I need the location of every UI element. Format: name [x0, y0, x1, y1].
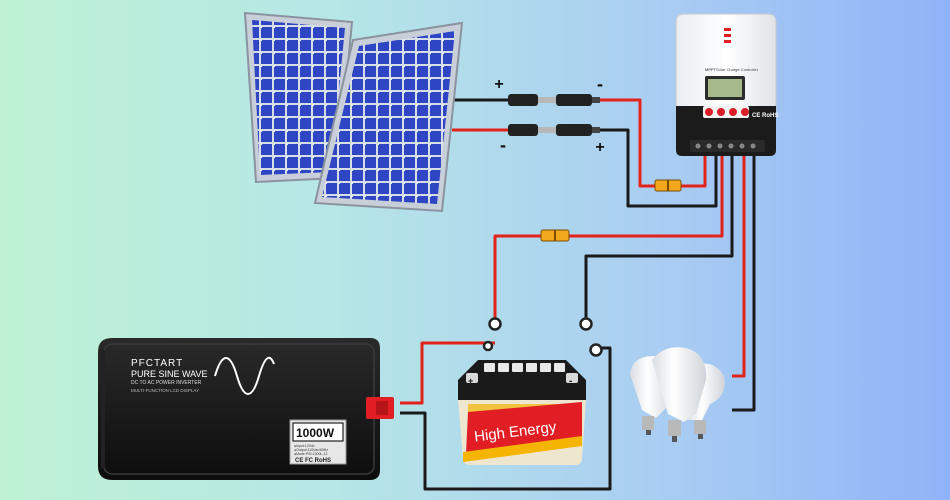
- inverter-spec-output: ●Output:110Vac/60Hz: [294, 448, 328, 452]
- pv-wire-positive: [600, 128, 718, 208]
- controller-subtitle: Solar Charge Controller: [716, 67, 759, 72]
- controller-buttons: [703, 106, 749, 118]
- inverter-power-rating: 1000W: [296, 426, 335, 440]
- solar-panel-front: [313, 21, 464, 213]
- connector-sign-top-left: +: [494, 76, 503, 93]
- battery-terminal-plus-sign: +: [468, 376, 473, 386]
- wires: [400, 98, 756, 491]
- inverter-spec-mode: ●Mode:PSI-1000L-12: [294, 452, 327, 456]
- fuse-battery: [540, 229, 570, 242]
- led-bulb-center: [652, 347, 707, 442]
- led-bulbs: [630, 347, 725, 442]
- inverter-cert-marks: CE FC RoHS: [295, 458, 331, 464]
- sine-wave-icon: [214, 356, 275, 395]
- load-wire-positive: [732, 155, 746, 378]
- inverter-subtitle2: MULTI-FUNCTION LCD DISPLAY: [131, 388, 199, 393]
- inverter-spec-input: ●Input:12Vdc: [294, 444, 315, 448]
- power-inverter: [98, 338, 394, 480]
- battery-wire-positive: [493, 155, 724, 318]
- connector-sign-bottom-right: +: [595, 139, 604, 156]
- inverter-wire-positive: [400, 341, 495, 405]
- load-wire-negative: [732, 155, 756, 412]
- inverter-brand: PFCTART: [131, 358, 183, 369]
- connector-sign-top-right: -: [597, 74, 603, 94]
- pv-wire-negative: [600, 98, 707, 188]
- controller-indicator-lights: [724, 28, 731, 43]
- inverter-subtitle: DC TO AC POWER INVERTER: [131, 380, 202, 386]
- mc4-connector-top: [508, 94, 600, 106]
- inverter-wire-negative: [400, 346, 612, 491]
- battery-terminal-negative: [566, 373, 578, 383]
- fuse-pv: [654, 179, 682, 192]
- battery-terminal-minus-sign: -: [569, 376, 572, 387]
- mc4-connector-bottom: [508, 124, 600, 136]
- inverter-title: PURE SINE WAVE: [131, 369, 208, 379]
- mc4-connectors: [508, 94, 600, 136]
- controller-lcd-screen: [708, 79, 742, 97]
- battery-terminal-positive: [466, 373, 478, 383]
- controller-cert-marks: CE RoHS: [752, 113, 778, 119]
- controller-brand: MPPT: [705, 67, 717, 72]
- battery-wire-negative: [584, 155, 734, 318]
- ring-terminals: [482, 317, 603, 357]
- charge-controller: [675, 13, 777, 156]
- battery: [458, 360, 586, 465]
- connector-sign-bottom-left: -: [500, 135, 506, 155]
